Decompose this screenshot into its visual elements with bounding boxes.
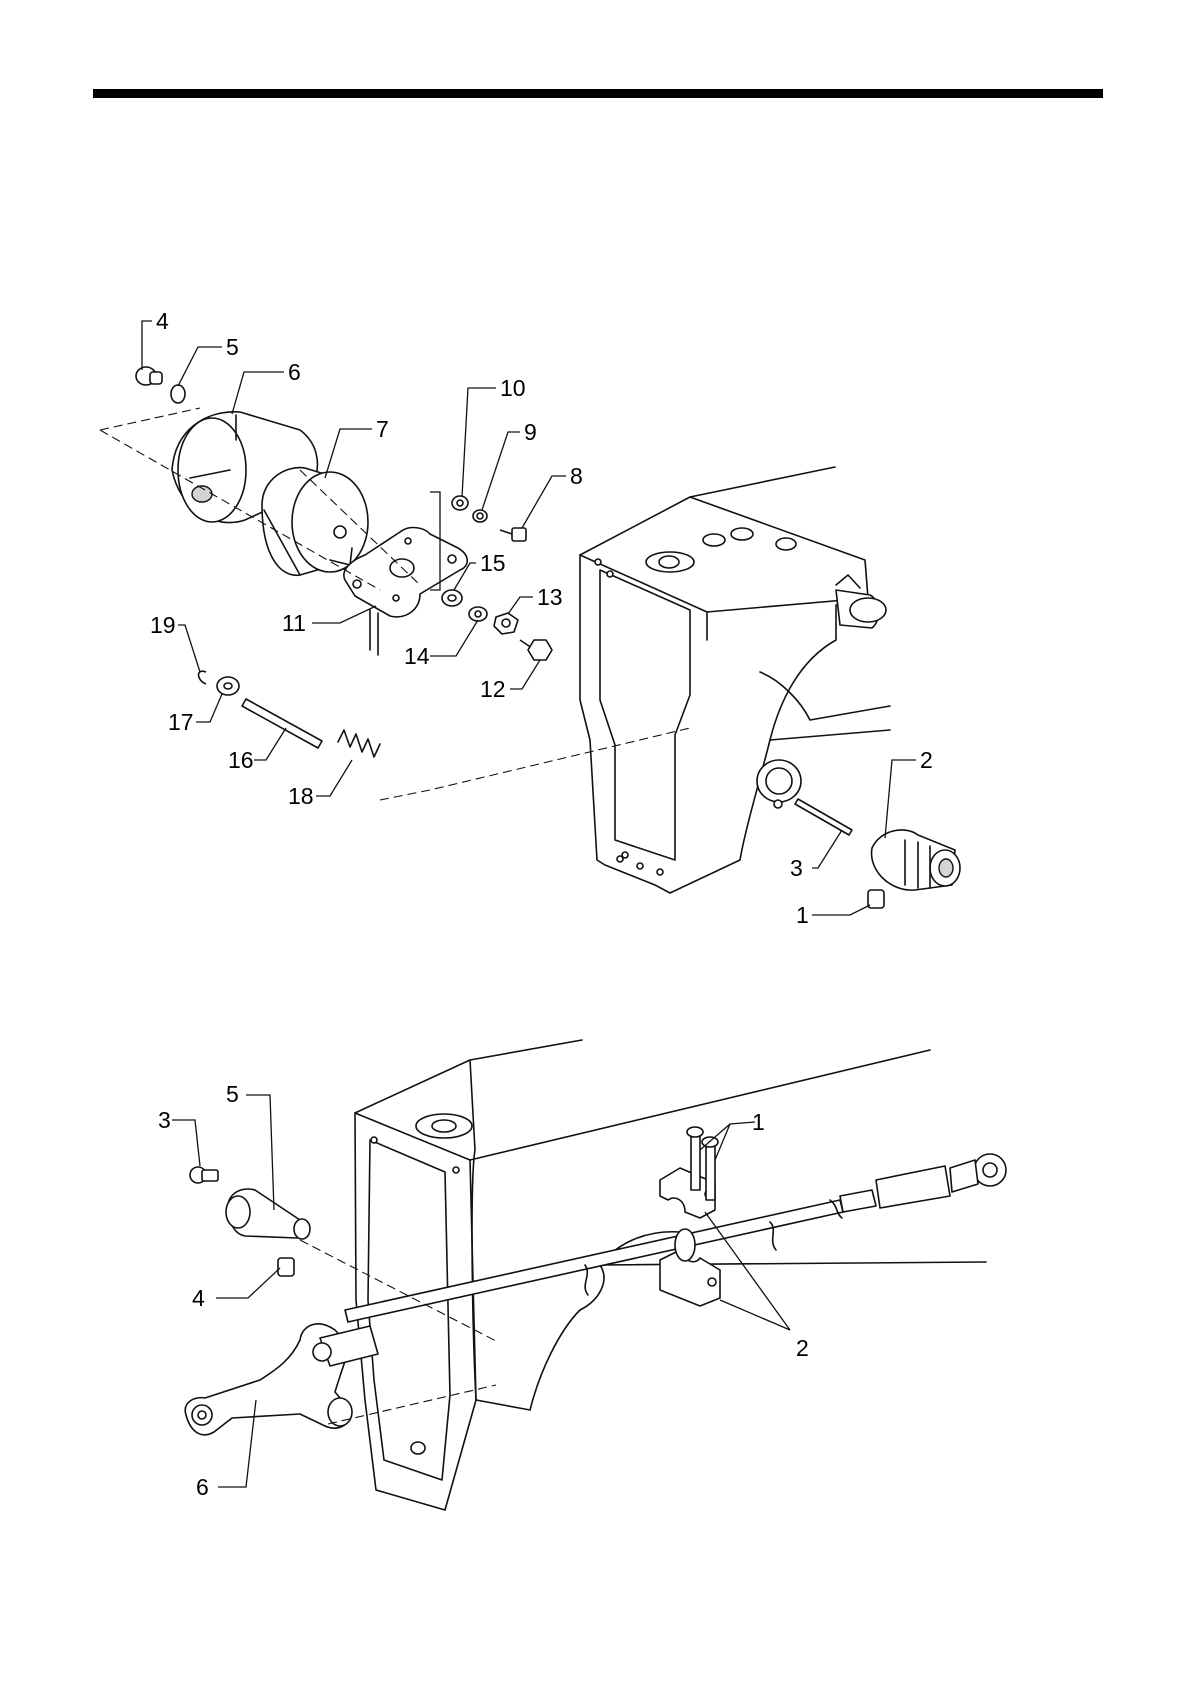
top-label-2: 2 — [920, 747, 933, 773]
bottom-exploded-view: 3 5 4 6 1 2 — [158, 1040, 1006, 1510]
top-label-14: 14 — [404, 643, 430, 669]
top-label-19: 19 — [150, 612, 176, 638]
top-label-17: 17 — [168, 709, 194, 735]
top-label-18: 18 — [288, 783, 314, 809]
part-15-washer — [442, 590, 462, 606]
part-16-shaft — [242, 699, 322, 748]
part-5-stud-shaft — [226, 1189, 310, 1239]
part-6-crank-lever — [185, 1324, 378, 1435]
bottom-label-5: 5 — [226, 1081, 239, 1107]
part-13-nut — [494, 613, 518, 634]
top-label-9: 9 — [524, 419, 537, 445]
part-10-washer — [452, 496, 468, 510]
top-label-3: 3 — [790, 855, 803, 881]
bottom-label-2: 2 — [796, 1335, 809, 1361]
part-5-ring — [171, 385, 185, 403]
top-label-4: 4 — [156, 308, 169, 334]
part-2-shaft-bushing — [872, 830, 960, 890]
top-label-15: 15 — [480, 550, 506, 576]
top-label-16: 16 — [228, 747, 254, 773]
top-label-1: 1 — [796, 902, 809, 928]
part-18-spring — [338, 730, 380, 757]
top-label-13: 13 — [537, 584, 563, 610]
part-3-pin — [795, 799, 852, 835]
top-label-7: 7 — [376, 416, 389, 442]
part-9-washer — [473, 510, 487, 522]
part-3-screw — [190, 1167, 218, 1183]
top-label-12: 12 — [480, 676, 506, 702]
part-4-screw — [136, 367, 162, 385]
bottom-label-1: 1 — [752, 1109, 765, 1135]
top-label-6: 6 — [288, 359, 301, 385]
top-label-10: 10 — [500, 375, 526, 401]
bottom-label-4: 4 — [192, 1285, 205, 1311]
part-8-bolt — [500, 528, 526, 541]
part-1-setscrew — [868, 890, 884, 908]
part-19-clip — [199, 671, 207, 684]
top-label-8: 8 — [570, 463, 583, 489]
top-label-5: 5 — [226, 334, 239, 360]
part-4-setscrew — [278, 1258, 294, 1276]
part-12-bolt — [520, 640, 552, 660]
bottom-label-6: 6 — [196, 1474, 209, 1500]
part-17-washer — [217, 677, 239, 695]
part-14-washer — [469, 607, 487, 621]
top-label-11: 11 — [282, 610, 306, 636]
bottom-label-3: 3 — [158, 1107, 171, 1133]
top-exploded-view: 4 5 6 7 10 9 8 15 13 14 12 11 19 17 16 1… — [100, 308, 960, 928]
